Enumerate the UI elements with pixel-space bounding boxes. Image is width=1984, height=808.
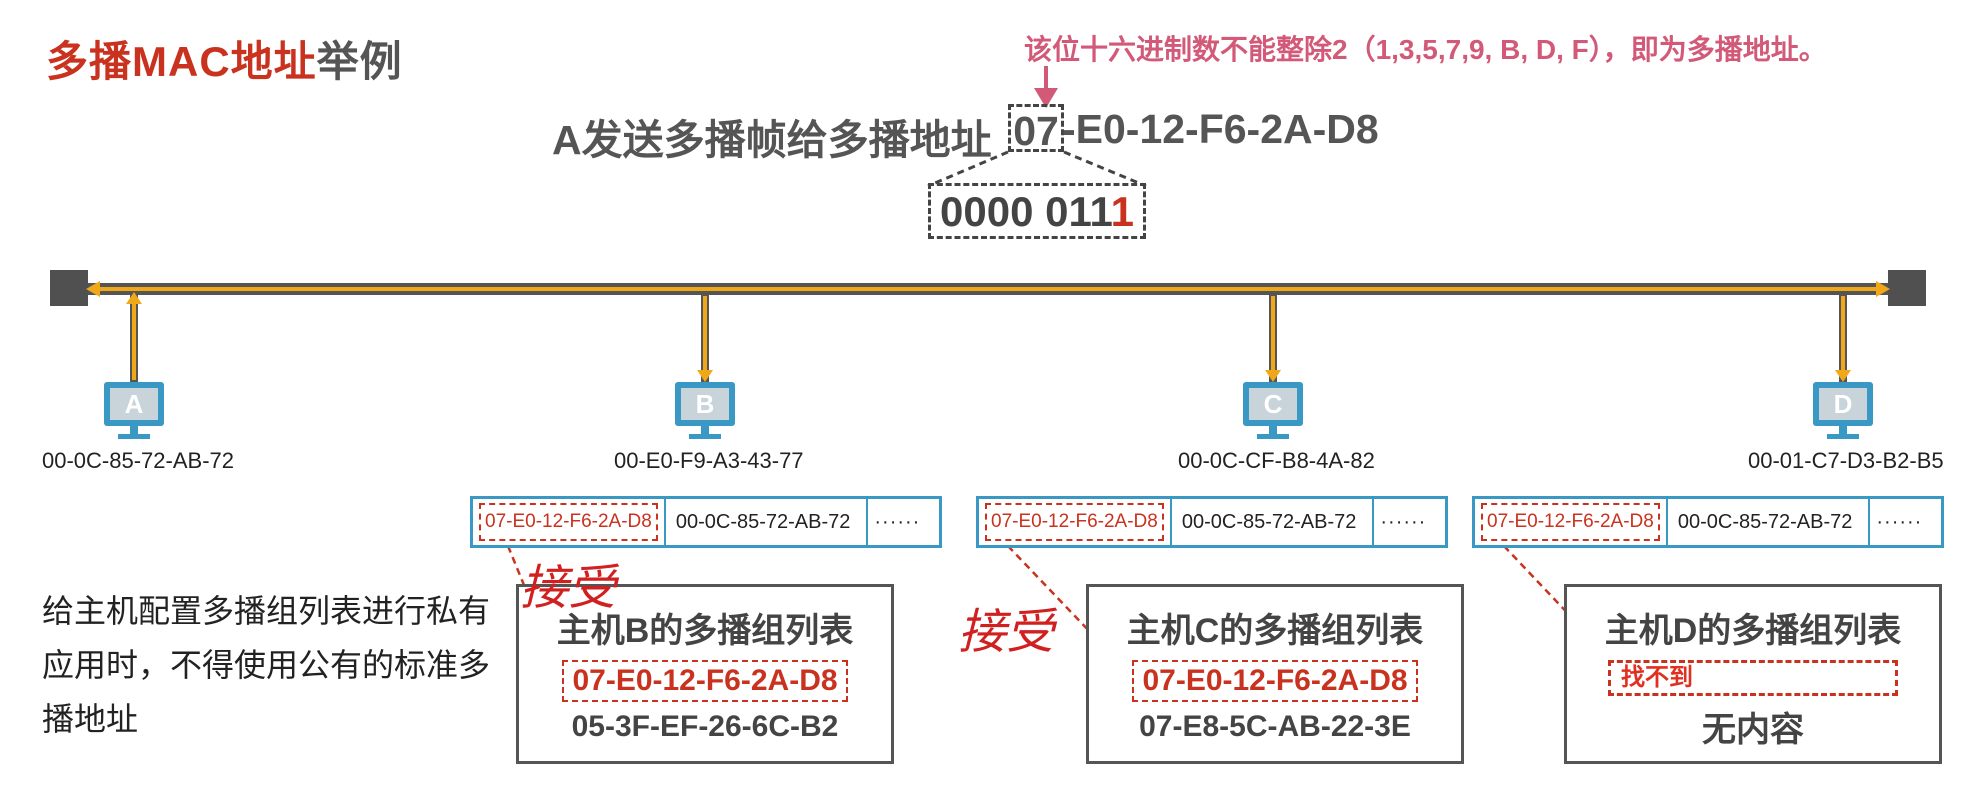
handwritten-accept-b: 接受 — [520, 560, 617, 616]
frame-at-c: 07-E0-12-F6-2A-D8 00-0C-85-72-AB-72 ····… — [976, 496, 1448, 548]
host-a-computer-icon[interactable]: A — [104, 382, 164, 439]
binary-connector-right — [1063, 150, 1147, 188]
drop-b — [697, 295, 713, 383]
group-entry: 05-3F-EF-26-6C-B2 — [571, 710, 839, 743]
group-list-title: 主机D的多播组列表 — [1604, 612, 1902, 650]
host-b-multicast-group-list: 主机B的多播组列表 07-E0-12-F6-2A-D8 05-3F-EF-26-… — [516, 584, 894, 764]
host-c-computer-icon[interactable]: C — [1243, 382, 1303, 439]
frame-ellipsis: ······ — [1380, 510, 1427, 533]
multicast-addr-first-byte: 07 — [1008, 104, 1064, 154]
signal-arrow-left — [86, 281, 100, 297]
frame-divider — [1169, 499, 1172, 545]
frame-dst-mac: 07-E0-12-F6-2A-D8 — [985, 503, 1164, 541]
frame-divider — [1868, 499, 1871, 545]
frame-dst-mac: 07-E0-12-F6-2A-D8 — [1481, 503, 1660, 541]
empty-label: 无内容 — [1702, 711, 1804, 749]
frame-ellipsis: ······ — [874, 510, 921, 533]
bus-terminator-right — [1888, 270, 1926, 306]
binary-last-bit: 1 — [1110, 188, 1134, 235]
page-title: 多播MAC地址举例 — [46, 28, 403, 89]
drop-a — [126, 292, 142, 383]
multicast-addr-rest: -E0-12-F6-2A-D8 — [1062, 106, 1379, 152]
frame-at-d: 07-E0-12-F6-2A-D8 00-0C-85-72-AB-72 ····… — [1472, 496, 1944, 548]
frame-src-mac: 00-0C-85-72-AB-72 — [1677, 510, 1853, 533]
drop-d — [1835, 295, 1851, 383]
sender-description: A发送多播帧给多播地址 — [552, 117, 992, 163]
bus-terminator-left — [50, 270, 88, 306]
title-main: 多播MAC地址 — [46, 38, 317, 85]
handwritten-accept-c: 接受 — [958, 604, 1055, 660]
host-c-multicast-group-list: 主机C的多播组列表 07-E0-12-F6-2A-D8 07-E8-5C-AB-… — [1086, 584, 1464, 764]
host-a-label: A — [125, 389, 144, 419]
group-entry: 07-E8-5C-AB-22-3E — [1139, 710, 1411, 743]
host-c-mac: 00-0C-CF-B8-4A-82 — [1178, 448, 1375, 473]
host-a-mac: 00-0C-85-72-AB-72 — [42, 448, 234, 473]
multicast-bit-annotation: 该位十六进制数不能整除2（1,3,5,7,9, B, D, F），即为多播地址。 — [1024, 34, 1827, 65]
binary-prefix: 0000 011 — [940, 188, 1111, 235]
frame-divider — [663, 499, 666, 545]
frame-divider — [1665, 499, 1668, 545]
group-list-title: 主机B的多播组列表 — [556, 612, 854, 650]
frame-src-mac: 00-0C-85-72-AB-72 — [675, 510, 851, 533]
annotation-arrow — [1034, 66, 1058, 108]
frame-src-mac: 00-0C-85-72-AB-72 — [1181, 510, 1357, 533]
frame-divider — [866, 499, 869, 545]
pointer-d — [1503, 545, 1613, 661]
host-d-label: D — [1834, 389, 1853, 419]
first-byte-binary: 0000 0111 — [928, 183, 1146, 239]
private-use-note: 给主机配置多播组列表进行私有应用时，不得使用公有的标准多播地址 — [42, 593, 491, 737]
drop-c — [1265, 295, 1281, 383]
frame-dst-mac: 07-E0-12-F6-2A-D8 — [479, 503, 658, 541]
group-entry-match: 07-E0-12-F6-2A-D8 — [562, 660, 848, 702]
frame-divider — [1372, 499, 1375, 545]
not-found-label: 找不到 — [1608, 660, 1898, 696]
title-suffix: 举例 — [316, 38, 403, 85]
group-entry-match: 07-E0-12-F6-2A-D8 — [1132, 660, 1418, 702]
host-d-multicast-group-list: 主机D的多播组列表 找不到 无内容 — [1564, 584, 1942, 764]
host-c-label: C — [1264, 389, 1283, 419]
binary-connector-left — [927, 150, 1009, 188]
frame-ellipsis: ······ — [1876, 510, 1923, 533]
signal-arrow-right — [1876, 281, 1890, 297]
frame-at-b: 07-E0-12-F6-2A-D8 00-0C-85-72-AB-72 ····… — [470, 496, 942, 548]
host-b-label: B — [696, 389, 715, 419]
group-list-title: 主机C的多播组列表 — [1126, 612, 1424, 650]
host-d-computer-icon[interactable]: D — [1813, 382, 1873, 439]
host-b-mac: 00-E0-F9-A3-43-77 — [614, 448, 804, 473]
host-b-computer-icon[interactable]: B — [675, 382, 735, 439]
pointer-c — [1007, 545, 1135, 679]
host-d-mac: 00-01-C7-D3-B2-B5 — [1748, 448, 1944, 473]
